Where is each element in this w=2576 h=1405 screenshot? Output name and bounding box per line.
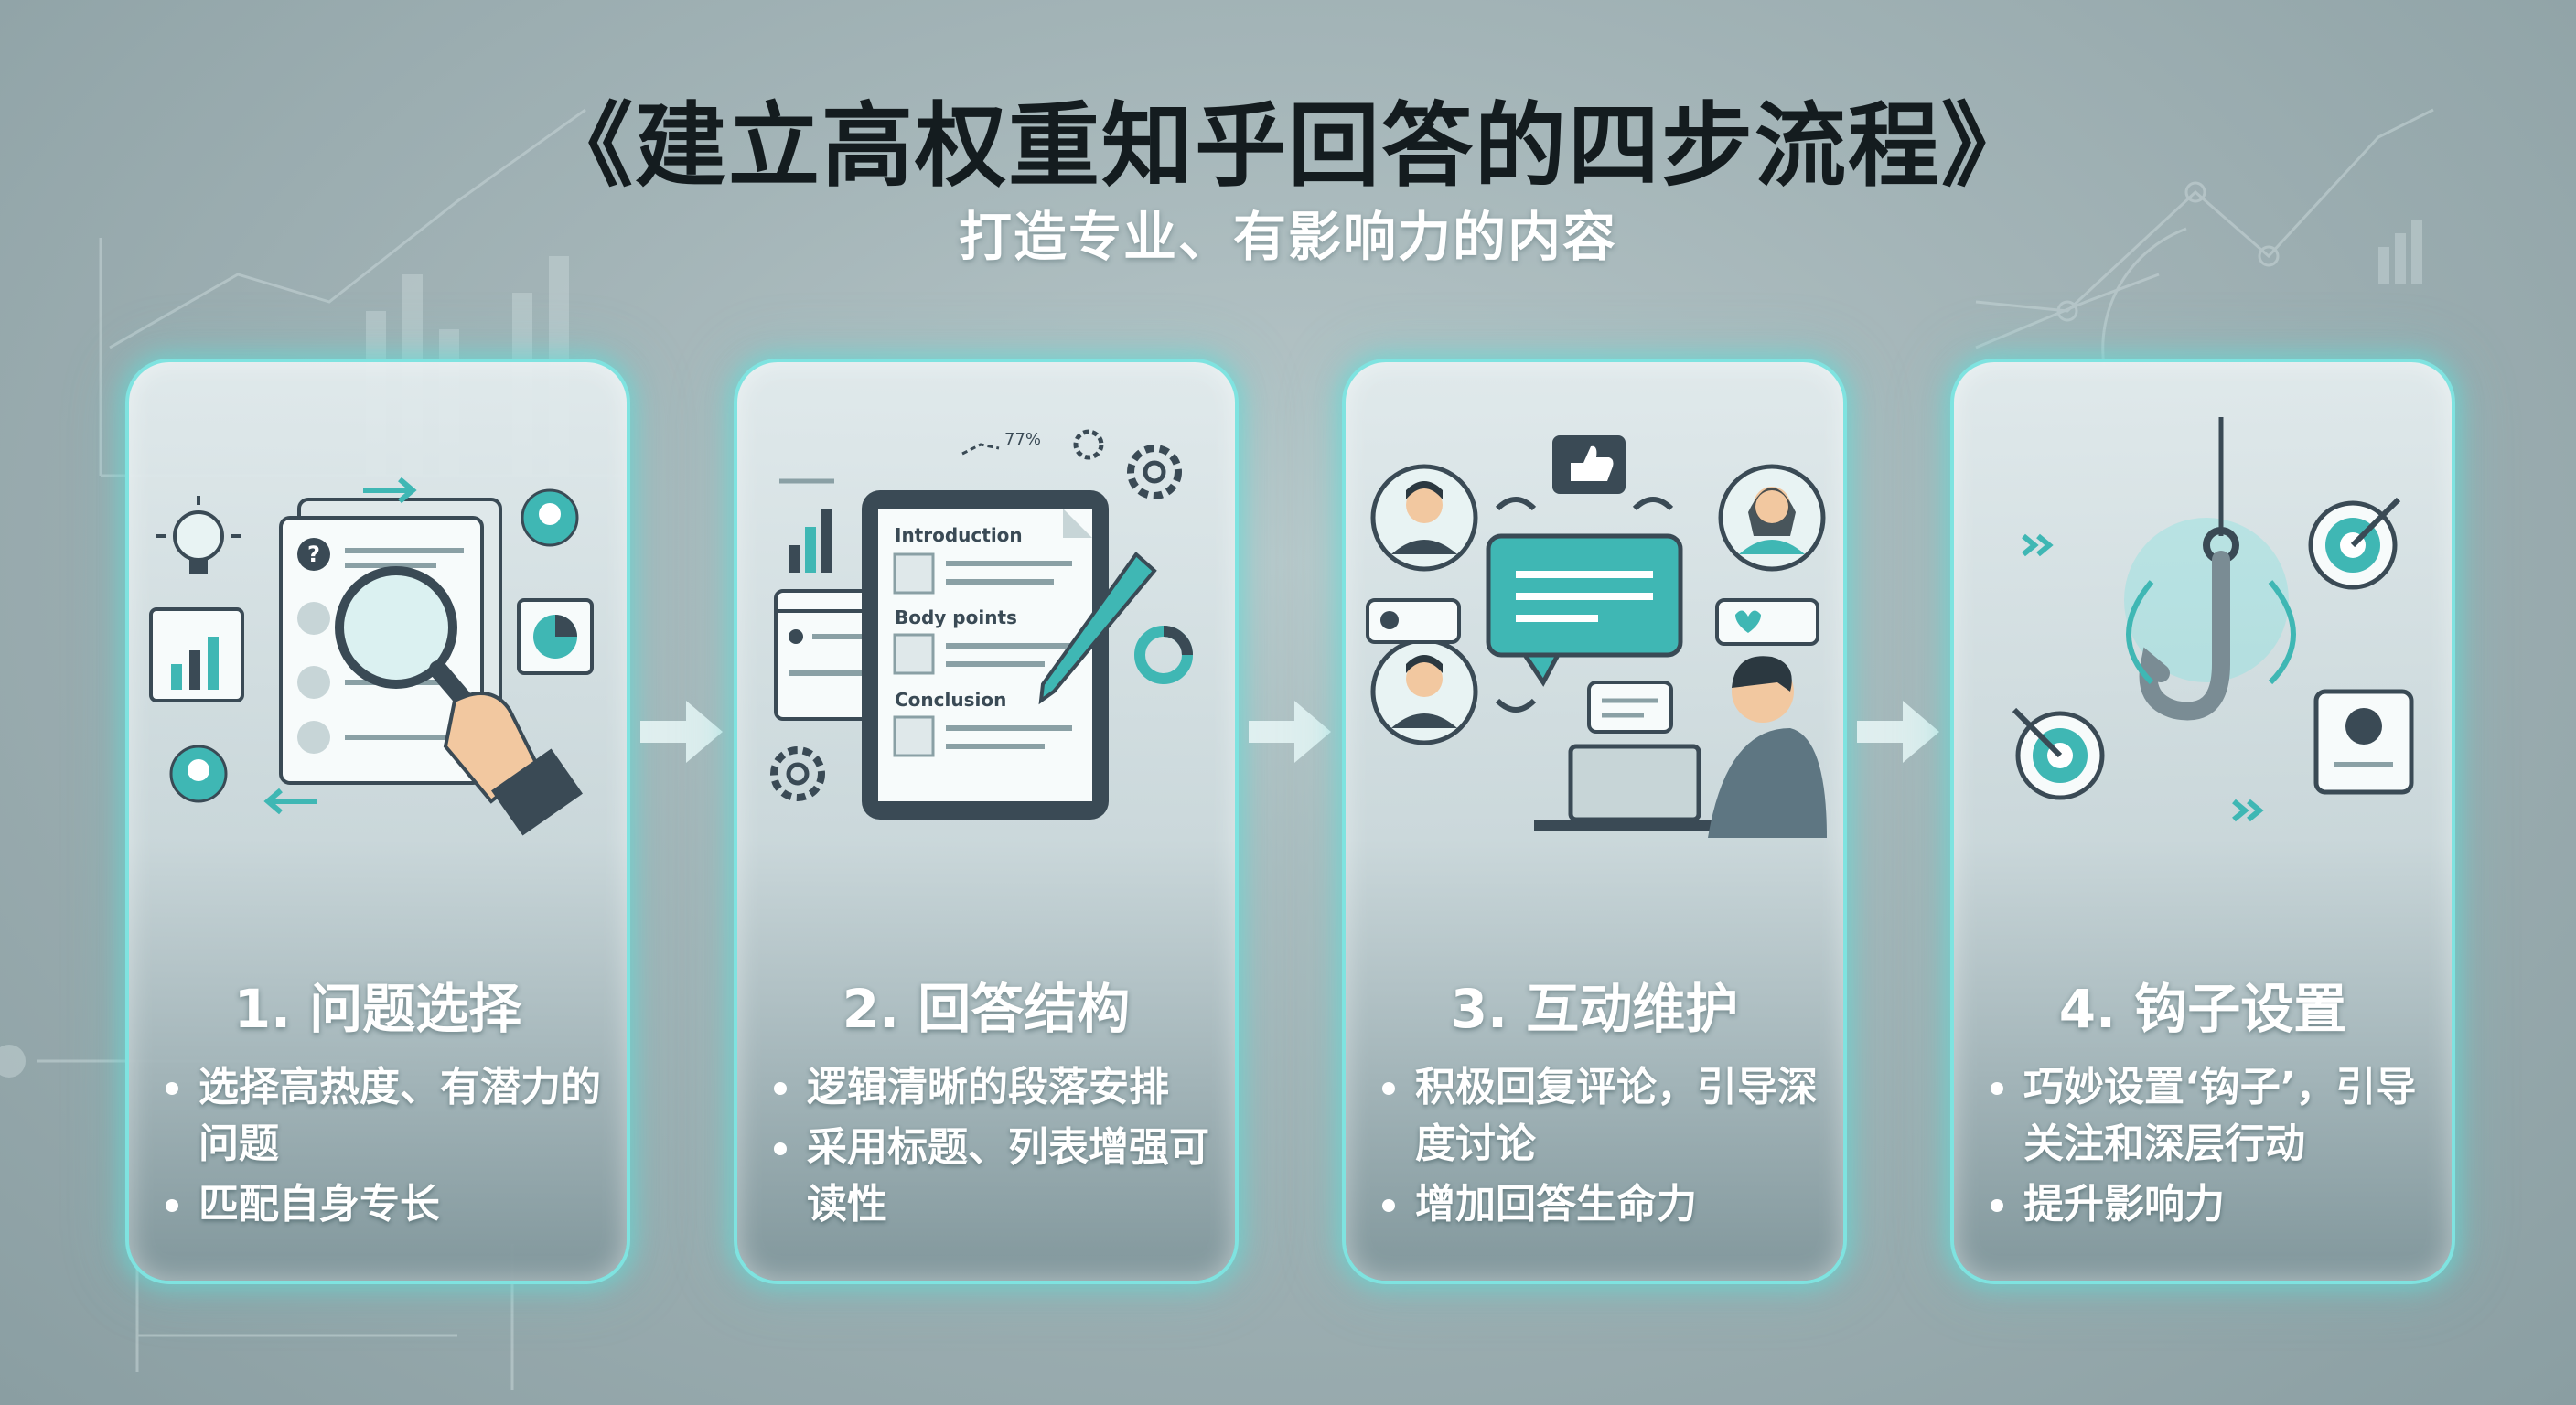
bar-chart-icon — [149, 607, 244, 702]
step-card-4: 4. 钩子设置 巧妙设置‘钩子’，引导关注和深层行动 提升影响力 — [1950, 359, 2455, 1284]
step-2-illustration: Introduction Body points Conclusion 77% — [770, 429, 1193, 820]
target-icon — [2308, 497, 2401, 590]
svg-text:?: ? — [307, 542, 320, 567]
step-2-bullet-2: 采用标题、列表增强可读性 — [768, 1120, 1226, 1233]
step-2-bullets: 逻辑清晰的段落安排 采用标题、列表增强可读性 — [768, 1059, 1226, 1237]
chat-bubble-icon — [1486, 533, 1683, 687]
pie-chart-icon — [517, 598, 594, 675]
gear-icon — [770, 429, 1182, 801]
thumbs-up-icon — [1552, 435, 1626, 494]
step-1-title: 1. 问题选择 — [233, 978, 522, 1040]
pen-icon — [1038, 552, 1157, 705]
flow-arrow-2 — [1249, 701, 1331, 763]
magnifier-icon — [335, 566, 489, 728]
step-4-bullet-1: 巧妙设置‘钩子’，引导关注和深层行动 — [1985, 1059, 2442, 1173]
profile-tag-icon — [1366, 598, 1461, 644]
step-3-bullets: 积极回复评论，引导深度讨论 增加回答生命力 — [1377, 1059, 1834, 1237]
avatar-icon — [1718, 464, 1826, 572]
step-3-title: 3. 互动维护 — [1450, 978, 1739, 1040]
avatar-icon — [1370, 464, 1478, 572]
step-card-3: 3. 互动维护 积极回复评论，引导深度讨论 增加回答生命力 — [1342, 359, 1847, 1284]
step-4-title: 4. 钩子设置 — [2058, 978, 2347, 1040]
laptop-icon — [1534, 656, 1827, 838]
flow-arrow-3 — [1857, 701, 1939, 763]
doc-label-introduction: Introduction — [895, 524, 1023, 546]
heart-icon — [1715, 598, 1819, 646]
step-2-bullet-1: 逻辑清晰的段落安排 — [768, 1059, 1226, 1116]
small-chat-icon — [1587, 681, 1673, 734]
step-card-1: ? — [125, 359, 630, 1284]
hand-icon — [443, 692, 583, 836]
step-1-bullets: 选择高热度、有潜力的问题 匹配自身专长 — [160, 1059, 617, 1237]
avatar-icon — [1370, 638, 1478, 745]
step-card-2: Introduction Body points Conclusion 77% — [734, 359, 1239, 1284]
step-4-bullets: 巧妙设置‘钩子’，引导关注和深层行动 提升影响力 — [1985, 1059, 2442, 1237]
target-icon — [2012, 707, 2105, 800]
page-subtitle: 打造专业、有影响力的内容 — [958, 206, 1617, 268]
tablet-icon: Introduction Body points Conclusion — [862, 490, 1109, 820]
profile-card-icon — [2313, 689, 2414, 795]
step-3-illustration — [1366, 435, 1827, 838]
donut-chart-icon — [1134, 626, 1193, 684]
step-1-bullet-1: 选择高热度、有潜力的问题 — [160, 1059, 617, 1173]
page-title: 《建立高权重知乎回答的四步流程》 — [542, 92, 2034, 199]
step-3-bullet-1: 积极回复评论，引导深度讨论 — [1377, 1059, 1834, 1173]
step-1-illustration: ? — [149, 477, 594, 836]
flow-arrow-1 — [640, 701, 723, 763]
step-4-bullet-2: 提升影响力 — [1985, 1176, 2442, 1233]
idea-badge-icon — [169, 488, 579, 803]
step-3-bullet-2: 增加回答生命力 — [1377, 1176, 1834, 1233]
bar-chart-icon — [779, 478, 834, 573]
step-2-title: 2. 回答结构 — [842, 978, 1131, 1040]
step-1-bullet-2: 匹配自身专长 — [160, 1176, 617, 1233]
progress-label: 77% — [1004, 430, 1041, 449]
doc-label-body-points: Body points — [895, 606, 1017, 628]
lightbulb-icon — [156, 496, 241, 574]
step-4-illustration — [2012, 417, 2414, 822]
doc-label-conclusion: Conclusion — [895, 689, 1006, 711]
